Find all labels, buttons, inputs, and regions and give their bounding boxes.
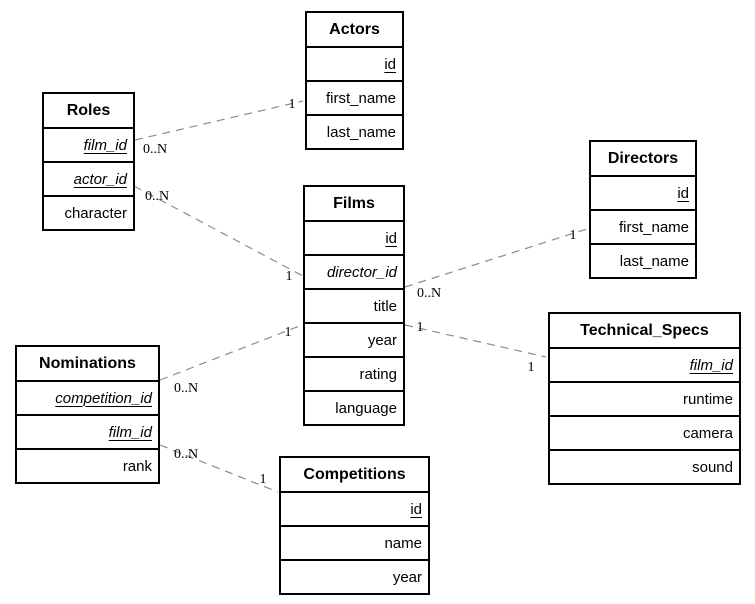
cardinality-label: 0..N [416,286,442,301]
field-name: id [304,221,404,255]
cardinality-label: 0..N [144,189,170,204]
cardinality-label: 1 [569,228,577,243]
field-name: language [304,391,404,425]
field-name: last_name [306,115,403,149]
field-name: first_name [306,81,403,115]
entity-table-nominations: Nominations competition_id film_id rank [15,345,160,484]
cardinality-label: 0..N [142,142,168,157]
relationship-line-nominations-films [159,324,303,381]
cardinality-label: 1 [416,320,424,335]
field-name: first_name [590,210,696,244]
field-name: name [280,526,429,560]
field-name: film_id [43,128,134,162]
entity-title: Technical_Specs [549,313,740,348]
field-name: rank [16,449,159,483]
entity-table-competitions: Competitions id name year [279,456,430,595]
field-name: id [280,492,429,526]
relationship-line-nominations-competitions [159,444,279,493]
relationship-line-films-technical-specs [404,324,547,358]
field-name: runtime [549,382,740,416]
field-name: rating [304,357,404,391]
field-name: year [304,323,404,357]
cardinality-label: 1 [285,269,293,284]
entity-title: Roles [43,93,134,128]
field-name: last_name [590,244,696,278]
field-name: competition_id [16,381,159,415]
entity-title: Nominations [16,346,159,381]
entity-table-directors: Directors id first_name last_name [589,140,697,279]
field-name: film_id [549,348,740,382]
relationship-line-films-directors [404,228,588,288]
field-name: film_id [16,415,159,449]
field-name: year [280,560,429,594]
relationship-line-roles-actors [134,100,304,141]
entity-title: Directors [590,141,696,176]
field-name: sound [549,450,740,484]
field-name: camera [549,416,740,450]
entity-table-films: Films id director_id title year rating l… [303,185,405,426]
field-name: actor_id [43,162,134,196]
entity-table-actors: Actors id first_name last_name [305,11,404,150]
field-name: id [306,47,403,81]
field-name: character [43,196,134,230]
entity-table-roles: Roles film_id actor_id character [42,92,135,231]
field-name: id [590,176,696,210]
entity-title: Competitions [280,457,429,492]
cardinality-label: 0..N [173,447,199,462]
cardinality-label: 0..N [173,381,199,396]
entity-title: Films [304,186,404,221]
entity-table-technical-specs: Technical_Specs film_id runtime camera s… [548,312,741,485]
entity-title: Actors [306,12,403,47]
cardinality-label: 1 [284,325,292,340]
field-name: title [304,289,404,323]
relationship-line-roles-films [133,185,304,277]
cardinality-label: 1 [288,97,296,112]
field-name: director_id [304,255,404,289]
cardinality-label: 1 [259,472,267,487]
cardinality-label: 1 [527,360,535,375]
